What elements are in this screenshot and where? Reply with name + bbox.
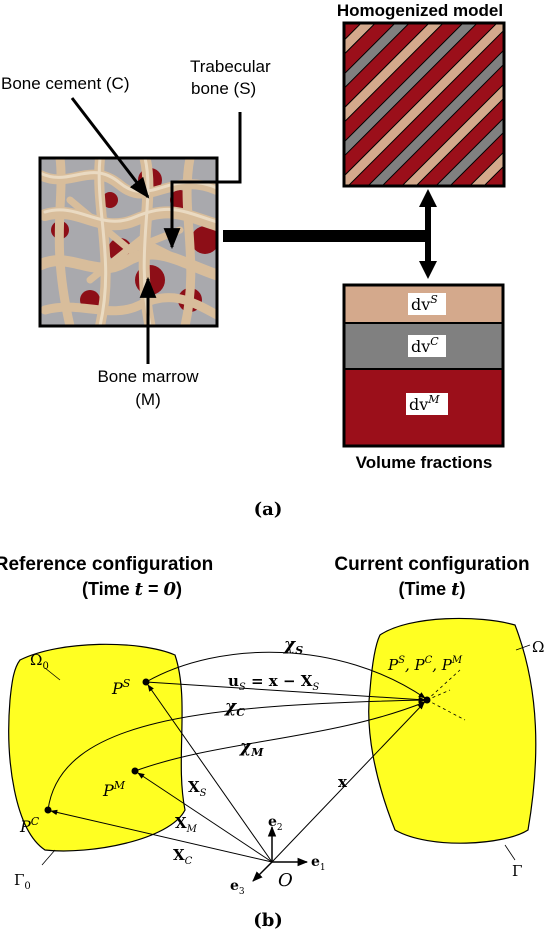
bone-marrow-label-line1: Bone marrow [97, 367, 199, 386]
reference-config-title: Reference configuration [0, 554, 213, 575]
caption-b: (b) [253, 910, 283, 931]
reference-time-label: (Time t = 0) [82, 579, 182, 600]
chi-C-arrow [47, 697, 426, 811]
cement-leader [70, 97, 150, 199]
e3-axis [252, 861, 273, 882]
X-C-arrow [50, 809, 273, 863]
bone-cement-label: Bone cement (C) [1, 74, 130, 93]
connector [223, 189, 437, 279]
gamma-label: Γ [512, 862, 522, 880]
caption-a: (a) [254, 499, 283, 520]
trabecular-label-line1: Trabecular [190, 57, 271, 76]
chi-M-arrow [134, 701, 426, 772]
e2-label: e2 [268, 814, 283, 833]
chi-M-label: χM [239, 737, 264, 759]
current-points-label: PS, PC, PM [387, 655, 463, 674]
trabecular-leader [163, 112, 242, 250]
PS-label: PS [111, 677, 131, 698]
u-S-label: uS = x − XS [228, 672, 319, 693]
omega-label: Ω [532, 638, 544, 656]
X-M-arrow [137, 772, 273, 863]
gamma0-label: Γ0 [14, 871, 31, 892]
origin-label: O [278, 870, 293, 891]
omega0-label: Ω0 [30, 651, 49, 672]
vf-C-label: dvC [411, 335, 439, 356]
vf-S-label: dvS [411, 293, 438, 314]
X-S-arrow [147, 684, 273, 863]
e1-label: e1 [311, 854, 326, 873]
bone-marrow-label-line2: (M) [135, 390, 160, 409]
e3-label: e3 [230, 878, 245, 897]
coordinate-frame [252, 825, 309, 882]
dashed-lines [426, 669, 466, 721]
trabecular-label-line2: bone (S) [191, 79, 256, 98]
leader-lines [70, 97, 242, 364]
homogenized-model-title: Homogenized model [337, 1, 503, 20]
chi-S-label: χS [283, 635, 303, 657]
current-config-title: Current configuration [334, 554, 529, 575]
X-S-label: XS [188, 778, 207, 799]
reference-body [8, 643, 186, 852]
PC-label: PC [19, 815, 40, 836]
current-body [368, 617, 537, 844]
x-label: x [338, 773, 348, 791]
volume-fractions-title: Volume fractions [356, 453, 493, 472]
X-M-label: XM [175, 814, 198, 835]
PM-label: PM [102, 779, 126, 800]
homogenized-model-box [342, 21, 506, 188]
vf-M-label: dvM [409, 393, 440, 414]
chi-C-label: χC [224, 697, 245, 719]
u-S-arrow [145, 681, 426, 703]
current-time-label: (Time t) [398, 579, 465, 600]
X-C-label: XC [173, 846, 193, 867]
volume-fractions-box: dvS dvC dvM [342, 283, 505, 448]
x-arrow [271, 702, 425, 863]
trabecular-bone-image [38, 156, 219, 328]
mapping-arrows [47, 651, 426, 863]
chi-S-arrow [145, 651, 426, 699]
homogenized-stripes [344, 23, 504, 186]
